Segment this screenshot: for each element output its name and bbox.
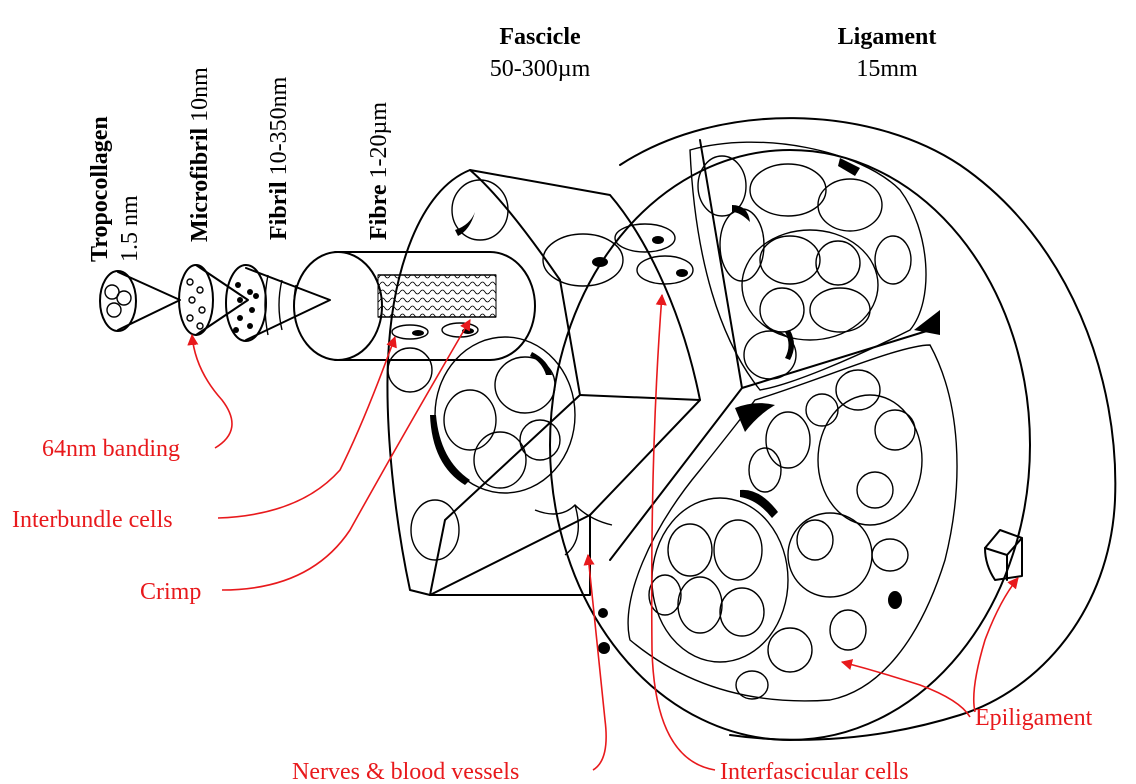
annotation-epiligament: Epiligament [975, 705, 1093, 731]
annotation-crimp: Crimp [140, 579, 201, 605]
label-fibril: Fibril 10-350nm [266, 76, 292, 240]
ligament-cylinder [550, 118, 1115, 740]
label-fascicle-size: 50-300µm [490, 56, 591, 82]
fibril-cone [226, 265, 330, 341]
annotation-interfascicular-cells: Interfascicular cells [720, 759, 909, 784]
annotation-nerves-blood-vessels: Nerves & blood vessels [292, 759, 519, 784]
label-ligament-size: 15mm [856, 56, 918, 82]
label-ligament: Ligament [838, 24, 937, 50]
label-tropocollagen: Tropocollagen 1.5 nm [87, 116, 143, 262]
label-fascicle: Fascicle [499, 24, 581, 50]
svg-text:Fibril 10-350nm: Fibril 10-350nm [266, 76, 292, 240]
ligament-end-face [550, 150, 1030, 740]
fibre-block [294, 252, 535, 360]
svg-text:Fibre 1-20µm: Fibre 1-20µm [366, 102, 392, 240]
ligament-outer-body [620, 118, 1115, 740]
epiligament-patch [985, 530, 1022, 580]
annotation-leaders [192, 295, 1018, 770]
fibre-end-face [294, 252, 382, 360]
annotation-banding: 64nm banding [42, 436, 180, 462]
svg-text:Microfibril 10nm: Microfibril 10nm [187, 67, 213, 242]
svg-text:Tropocollagen: Tropocollagen [87, 116, 113, 262]
label-fibre: Fibre 1-20µm [366, 102, 392, 240]
label-microfibril: Microfibril 10nm [187, 67, 213, 242]
tropocollagen-cone [100, 271, 180, 331]
svg-text:1.5 nm: 1.5 nm [117, 195, 143, 262]
annotation-interbundle-cells: Interbundle cells [12, 507, 173, 533]
